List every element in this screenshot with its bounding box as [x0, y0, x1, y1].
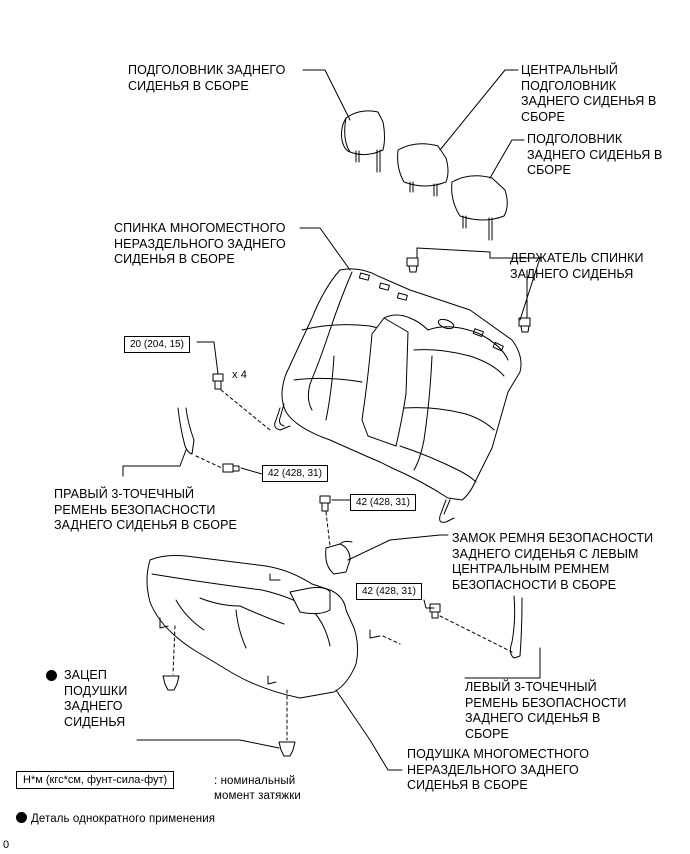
label-center-headrest: ЦЕНТРАЛЬНЫЙ ПОДГОЛОВНИК ЗАДНЕГО СИДЕНЬЯ … — [521, 63, 657, 124]
leader-lines — [122, 69, 541, 771]
single-use-text: Деталь однократного применения — [31, 813, 216, 825]
legend-single-use: Деталь однократного применения — [16, 812, 215, 828]
bolt-left-belt — [429, 603, 441, 619]
label-rear-headrest-left: ПОДГОЛОВНИК ЗАДНЕГО СИДЕНЬЯ В СБОРЕ — [128, 63, 286, 93]
cushion-hook-1 — [162, 675, 180, 691]
holder-left — [406, 257, 419, 273]
legend-unit-box: Н*м (кгс*см, фунт-сила-фут) — [16, 771, 175, 789]
dashed-lines — [172, 389, 513, 741]
cushion — [146, 555, 381, 699]
bolt-buckle — [319, 495, 331, 512]
headrest-left — [341, 110, 385, 173]
left-belt-strap — [509, 595, 523, 659]
label-left-belt: ЛЕВЫЙ 3-ТОЧЕЧНЫЙ РЕМЕНЬ БЕЗОПАСНОСТИ ЗАД… — [465, 680, 627, 741]
headrest-center — [397, 143, 449, 197]
label-seatback: СПИНКА МНОГОМЕСТНОГО НЕРАЗДЕЛЬНОГО ЗАДНЕ… — [114, 221, 286, 266]
label-rear-headrest-right: ПОДГОЛОВНИК ЗАДНЕГО СИДЕНЬЯ В СБОРЕ — [527, 132, 663, 177]
holder-right — [518, 317, 531, 333]
torque-box-4: 42 (428, 31) — [356, 583, 422, 600]
label-right-belt: ПРАВЫЙ 3-ТОЧЕЧНЫЙ РЕМЕНЬ БЕЗОПАСНОСТИ ЗА… — [54, 487, 237, 532]
bolt-right-belt — [222, 463, 240, 473]
label-seatback-holder: ДЕРЖАТЕЛЬ СПИНКИ ЗАДНЕГО СИДЕНЬЯ — [510, 251, 644, 281]
right-belt-strap — [177, 407, 195, 455]
cushion-hook-text: ЗАЦЕП ПОДУШКИ ЗАДНЕГО СИДЕНЬЯ — [64, 668, 128, 729]
single-use-dot-icon — [46, 670, 57, 681]
bolt-seatback — [212, 373, 224, 390]
torque-box-3: 42 (428, 31) — [350, 494, 416, 511]
label-x4: x 4 — [232, 369, 247, 381]
torque-box-2: 42 (428, 31) — [262, 465, 328, 482]
label-cushion: ПОДУШКА МНОГОМЕСТНОГО НЕРАЗДЕЛЬНОГО ЗАДН… — [407, 747, 590, 792]
seatback — [274, 268, 522, 523]
single-use-dot-icon — [16, 812, 27, 823]
corner-mark: 0 — [3, 839, 10, 851]
label-buckle: ЗАМОК РЕМНЯ БЕЗОПАСНОСТИ ЗАДНЕГО СИДЕНЬЯ… — [452, 531, 654, 592]
headrest-right — [451, 175, 508, 241]
buckle-part — [325, 540, 353, 575]
cushion-hook-2 — [278, 741, 296, 757]
torque-box-1: 20 (204, 15) — [124, 336, 190, 353]
legend-unit-desc: : номинальный момент затяжки — [214, 775, 301, 802]
